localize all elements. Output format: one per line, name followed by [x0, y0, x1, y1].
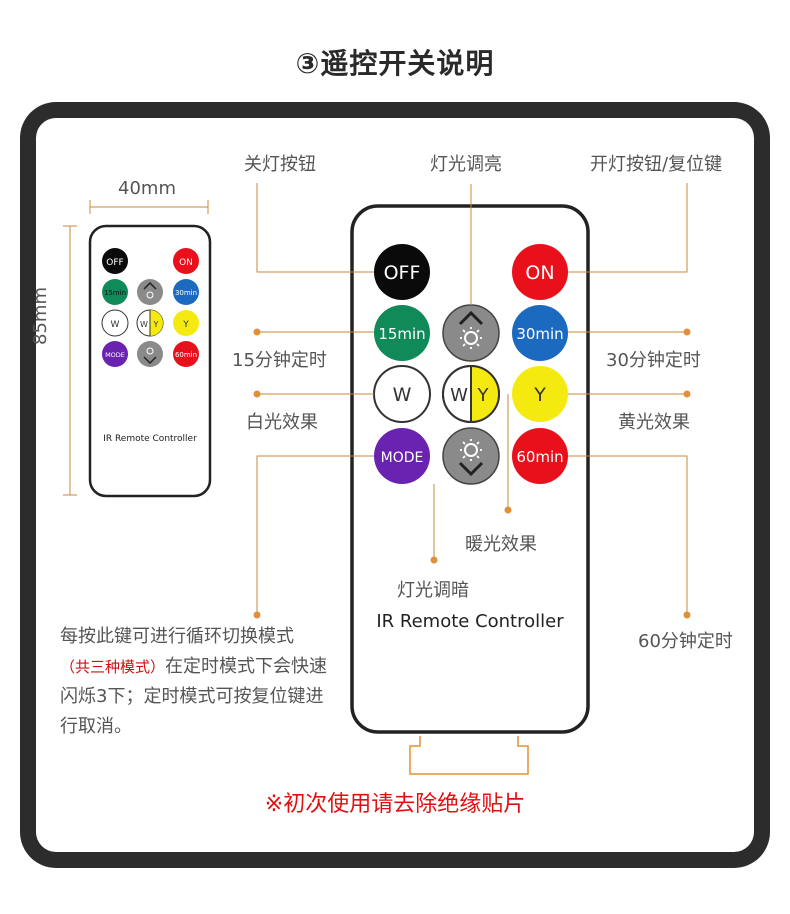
large-remote: OFF ON 15min 30min W W Y Y MODE: [350, 204, 590, 775]
svg-text:W: W: [111, 320, 120, 330]
svg-text:Y: Y: [533, 384, 546, 406]
page-title: ③遥控开关说明: [295, 47, 495, 80]
label-yellow: 黄光效果: [618, 412, 690, 433]
svg-text:W: W: [450, 385, 468, 406]
label-warm: 暖光效果: [465, 534, 537, 555]
label-dim-down: 灯光调暗: [397, 580, 469, 601]
mode-note: 每按此键可进行循环切换模式 （共三种模式）在定时模式下会快速闪烁3下；定时模式可…: [60, 622, 340, 742]
small-60min-button: [173, 341, 199, 367]
off-text: OFF: [384, 262, 421, 284]
svg-text:30min: 30min: [175, 289, 197, 297]
svg-text:30min: 30min: [516, 325, 563, 343]
mode-note-rest: 在定时模式下会快速闪烁3下；定时模式可按复位键进行取消。: [60, 656, 328, 737]
svg-text:W: W: [140, 320, 148, 329]
dim-down-icon: [458, 461, 484, 477]
leader-lines: [256, 183, 688, 615]
svg-text:MODE: MODE: [381, 450, 424, 466]
label-off-key: 关灯按钮: [244, 154, 316, 175]
warning-text: ※初次使用请去除绝缘贴片: [264, 792, 526, 817]
leader-dots: [253, 328, 691, 619]
svg-text:60min: 60min: [516, 448, 563, 466]
large-remote-brand: IR Remote Controller: [376, 611, 564, 632]
label-timer-30: 30分钟定时: [606, 350, 701, 371]
off-button: [374, 244, 430, 300]
svg-text:15min: 15min: [104, 289, 126, 297]
label-timer-60: 60分钟定时: [638, 631, 733, 652]
svg-text:Y: Y: [153, 320, 159, 329]
small-on-button: [173, 248, 199, 274]
label-dim-up: 灯光调亮: [430, 154, 502, 175]
svg-text:60min: 60min: [175, 351, 197, 359]
small-off-text: OFF: [106, 258, 123, 268]
small-y-button: [173, 310, 199, 336]
small-remote-brand: IR Remote Controller: [103, 434, 197, 444]
label-white: 白光效果: [246, 412, 318, 433]
mode-note-line1: 每按此键可进行循环切换模式: [60, 626, 294, 647]
yellow-button: [512, 366, 568, 422]
svg-text:Y: Y: [182, 320, 189, 330]
dim-up-icon: [458, 310, 484, 326]
timer-15min-button: [374, 305, 430, 361]
dimension-lines: [63, 200, 209, 496]
small-off-button: [102, 248, 128, 274]
on-button: [512, 244, 568, 300]
small-w-button: [101, 309, 129, 337]
svg-text:MODE: MODE: [105, 351, 125, 359]
timer-30min-button: [512, 305, 568, 361]
small-on-text: ON: [179, 258, 193, 268]
small-remote: OFF ON 15min 30min W W Y Y MODE 60min: [63, 200, 212, 498]
svg-text:W: W: [393, 384, 412, 406]
height-dimension-label: 85mm: [30, 287, 51, 345]
small-30min-button: [173, 279, 199, 305]
mode-note-highlight: （共三种模式）: [60, 658, 166, 676]
width-dimension-label: 40mm: [118, 178, 176, 199]
timer-60min-button: [512, 428, 568, 484]
label-on-key: 开灯按钮/复位键: [590, 154, 723, 175]
small-15min-button: [102, 279, 128, 305]
mode-button: [374, 428, 430, 484]
battery-tab: [409, 736, 529, 775]
small-mode-button: [102, 341, 128, 367]
svg-text:15min: 15min: [378, 325, 425, 343]
svg-text:Y: Y: [477, 385, 490, 406]
label-timer-15: 15分钟定时: [232, 350, 327, 371]
on-text: ON: [525, 262, 554, 284]
